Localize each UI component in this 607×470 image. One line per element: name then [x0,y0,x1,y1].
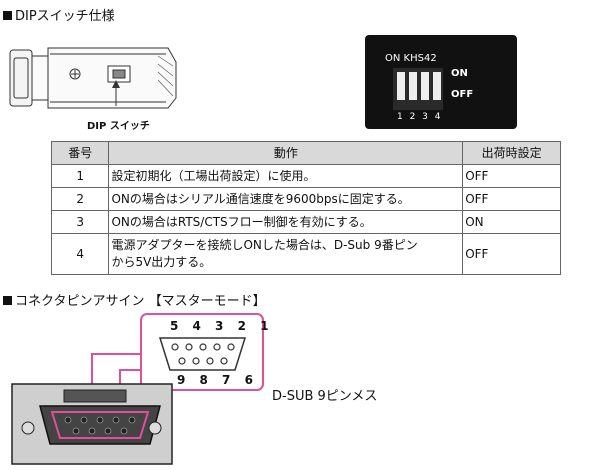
row-setting: OFF [462,164,561,188]
connector-shell [39,405,161,445]
row-description-line-1: 電源アダプターを接続しONした場合は、D-Sub 9番ピン [111,238,418,252]
table-header-row: 番号 動作 出荷時設定 [50,141,561,165]
header-action: 動作 [108,141,464,165]
row-description: ONの場合はRTS/CTSフロー制御を有効にする。 [108,210,464,234]
dip-switch-callout: DIP スイッチ [87,121,150,132]
bottom-pin-numbers: 9 8 7 6 [177,373,258,387]
row-description-line-2: から5V出力する。 [111,255,212,269]
row-number: 3 [50,210,110,234]
table-row: 1 設定初期化（工場出荷設定）に使用。 OFF [50,164,561,188]
connector-label: D-SUB 9ピンメス [272,389,378,404]
device-drawing [9,47,177,109]
row-setting: OFF [462,233,561,275]
square-bullet-icon [3,11,12,20]
switch-block [393,68,443,110]
pin-holes [171,343,235,365]
row-setting: OFF [462,187,561,211]
table-row: 2 ONの場合はシリアル通信速度を9600bpsに固定する。 OFF [50,187,561,211]
row-number: 4 [50,233,110,275]
dip-switch-photo: ON KHS42 ON OFF 1 2 3 4 [365,35,517,129]
connector-illustration [11,313,264,465]
row-description: 設定初期化（工場出荷設定）に使用。 [108,164,464,188]
row-setting: ON [462,210,561,234]
connector-section-heading: コネクタピンアサイン 【マスターモード】 [3,294,266,310]
right-screw-icon [148,421,162,435]
row-number: 1 [50,164,110,188]
top-pin-numbers: 5 4 3 2 1 [170,319,274,333]
header-factory-setting: 出荷時設定 [462,141,561,165]
header-number: 番号 [50,141,110,165]
row-description: 電源アダプターを接続しONした場合は、D-Sub 9番ピン から5V出力する。 [108,233,464,275]
switch-lever-2 [409,72,417,100]
photo-switch-numbers: 1 2 3 4 [397,112,443,122]
row-number: 2 [50,187,110,211]
table-row: 4 電源アダプターを接続しONした場合は、D-Sub 9番ピン から5V出力する… [50,233,561,275]
enlarged-dsub-face [158,337,247,371]
dip-section-heading: DIPスイッチ仕様 [3,9,115,25]
square-bullet-icon [3,296,12,305]
switch-lever-1 [397,72,405,100]
row-description: ONの場合はシリアル通信速度を9600bpsに固定する。 [108,187,464,211]
left-screw-icon [21,421,35,435]
switch-lever-4 [433,72,441,100]
switch-lever-3 [421,72,429,100]
photo-top-label: ON KHS42 [385,53,437,64]
highlighted-face [50,411,150,439]
photo-on-label: ON [451,68,468,79]
dip-spec-table: 番号 動作 出荷時設定 1 設定初期化（工場出荷設定）に使用。 OFF 2 ON… [50,141,561,275]
table-row: 3 ONの場合はRTS/CTSフロー制御を有効にする。 ON [50,210,561,234]
photo-off-label: OFF [451,89,474,100]
